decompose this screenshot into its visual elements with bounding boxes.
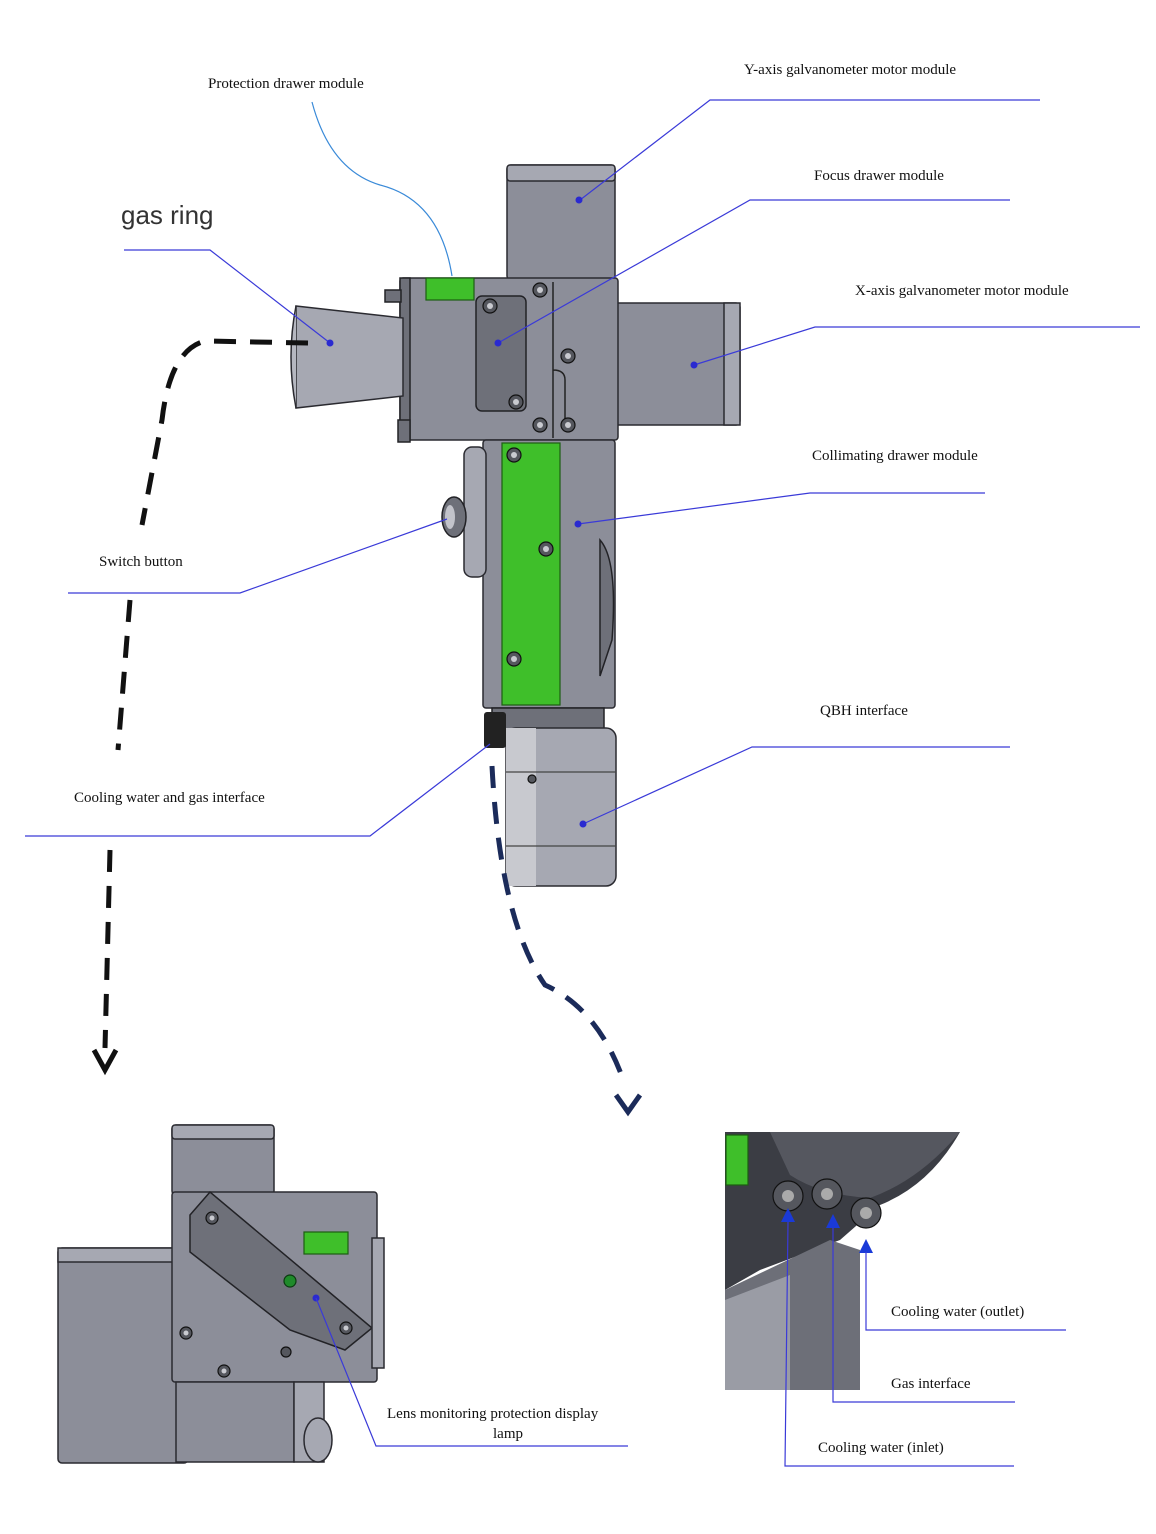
label-qbh-interface: QBH interface [820, 703, 908, 719]
label-cooling-outlet: Cooling water (outlet) [891, 1304, 1024, 1320]
arrow-connector-to-inset-right [489, 765, 628, 1086]
labels: Protection drawer module Y-axis galvanom… [74, 62, 1069, 1456]
inset-right-connectors [725, 1132, 1066, 1467]
label-focus-drawer: Focus drawer module [814, 168, 944, 184]
gas-ring-cone [295, 305, 404, 409]
lens-monitoring-lamp [283, 1274, 297, 1288]
label-cooling-inlet: Cooling water (inlet) [818, 1440, 944, 1456]
y-axis-motor-box [506, 164, 616, 281]
x-axis-motor-box [611, 302, 741, 426]
inset-left-green-tab [303, 1231, 349, 1255]
arrow-head-left [91, 1048, 119, 1076]
protection-drawer-green-tab [425, 277, 475, 301]
laser-head-main [290, 164, 741, 887]
cooling-gas-connector [484, 712, 506, 748]
label-x-axis-motor: X-axis galvanometer motor module [855, 283, 1069, 299]
switch-housing [463, 446, 487, 578]
label-gas-interface: Gas interface [891, 1376, 971, 1392]
arrow-gas-ring-to-switch [139, 338, 309, 526]
dashed-arrows [91, 338, 643, 1117]
label-protection-drawer: Protection drawer module [208, 76, 364, 92]
label-lens-monitoring-line1: Lens monitoring protection display [387, 1406, 599, 1422]
label-switch-button: Switch button [99, 554, 183, 570]
label-collimating-drawer: Collimating drawer module [812, 448, 978, 464]
arrow-switch-to-cooling [115, 599, 133, 751]
arrow-head-right [613, 1093, 643, 1117]
focus-drawer-plate [475, 295, 527, 412]
label-y-axis-motor: Y-axis galvanometer motor module [744, 62, 956, 78]
leader-lines-main [25, 99, 1140, 837]
arrow-cooling-to-inset-left [102, 849, 113, 1049]
inset-left-top-view [57, 1124, 628, 1464]
label-lens-monitoring-line2: lamp [493, 1426, 523, 1442]
label-cooling-gas-interface: Cooling water and gas interface [74, 790, 265, 806]
label-gas-ring: gas ring [121, 200, 214, 230]
